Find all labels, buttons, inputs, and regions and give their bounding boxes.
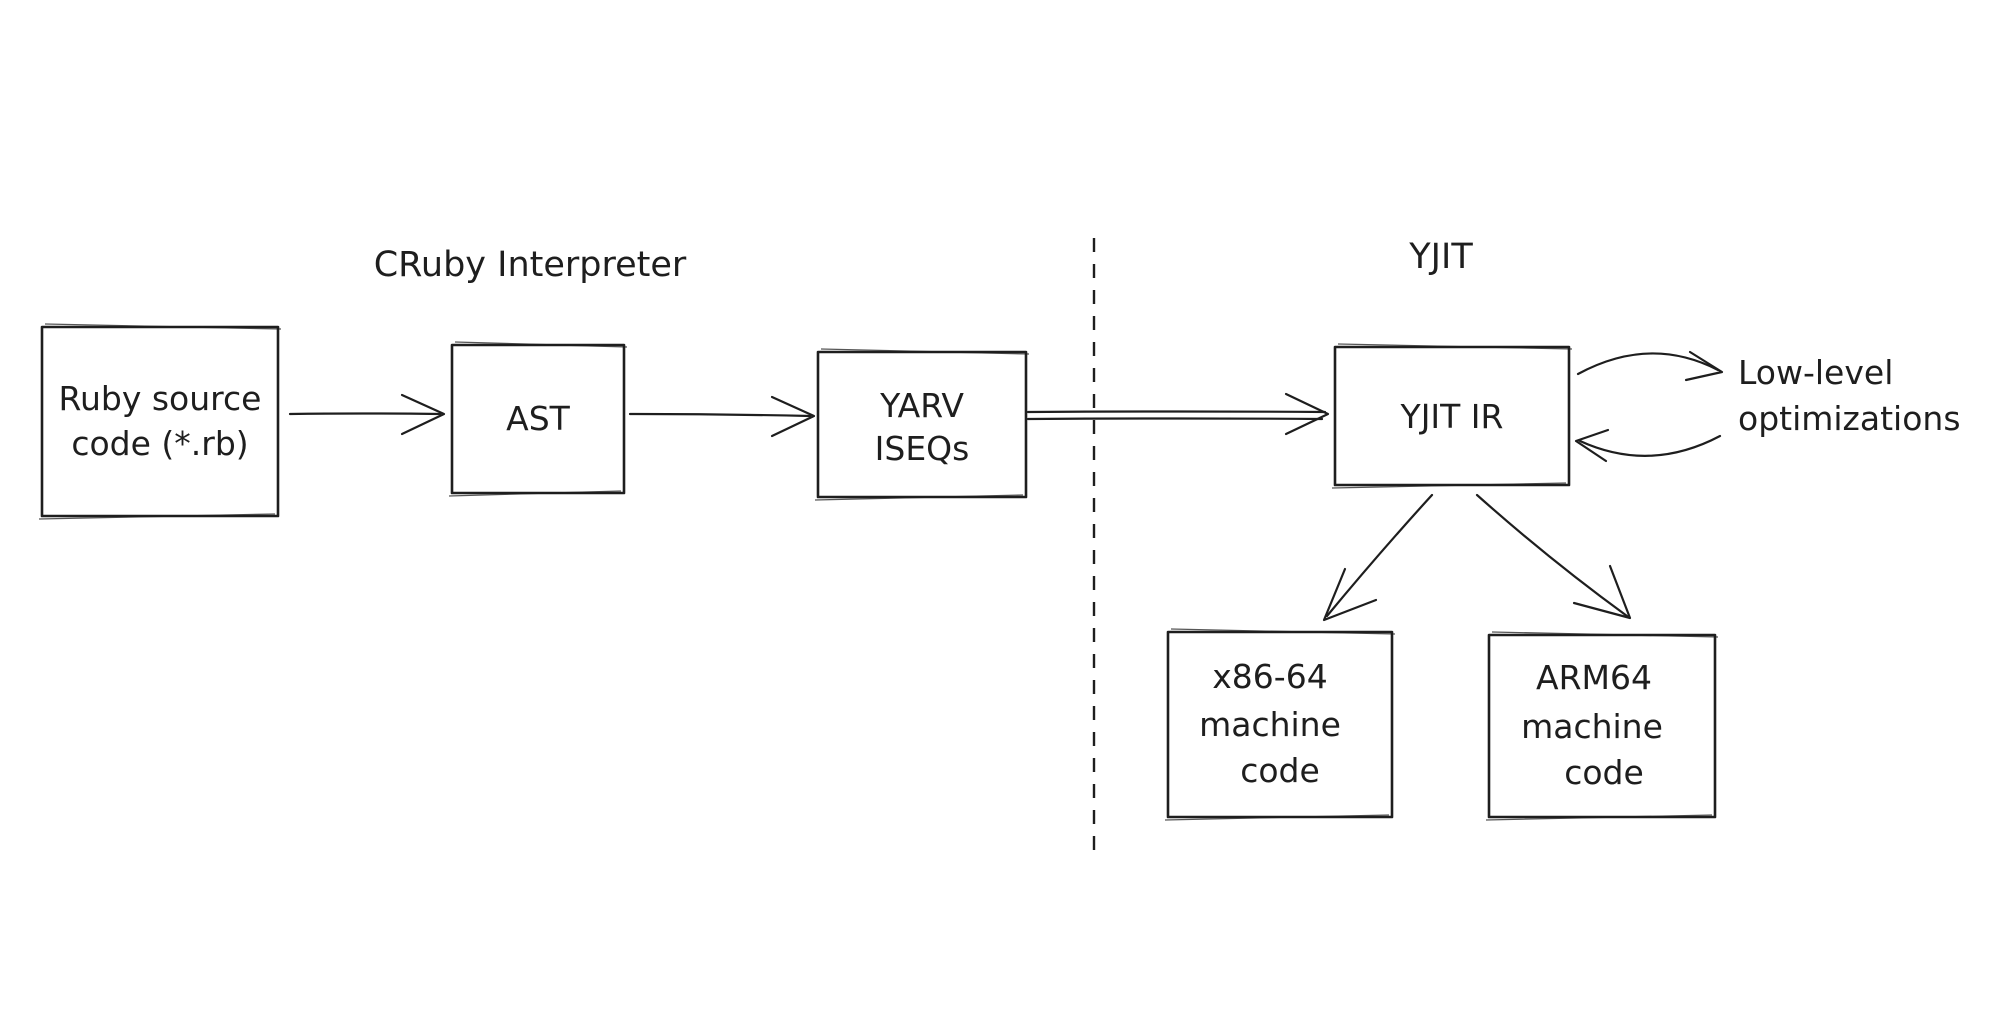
node-ruby-source: Ruby source code (*.rb) <box>38 323 282 520</box>
side-note-line-1: Low-level <box>1738 353 1893 392</box>
node-arm64-line-3: code <box>1564 753 1644 792</box>
node-x86-line-1: x86-64 <box>1212 657 1327 696</box>
node-ruby-source-line-1: Ruby source <box>59 379 262 418</box>
node-x86-line-3: code <box>1240 751 1320 790</box>
arrow-yjit-ir-to-x86 <box>1322 493 1434 622</box>
arrow-yjit-ir-to-arm64 <box>1475 493 1632 620</box>
section-label-yjit: YJIT <box>1408 237 1473 277</box>
side-note-line-2: optimizations <box>1738 399 1961 438</box>
arrow-yarv-to-yjit-ir <box>1026 392 1330 436</box>
node-arm64-machine-code: ARM64 machine code <box>1485 631 1719 821</box>
node-arm64-line-2: machine <box>1521 707 1663 746</box>
node-ruby-source-line-2: code (*.rb) <box>71 424 248 463</box>
node-arm64-line-1: ARM64 <box>1536 658 1652 697</box>
node-yarv-line-1: YARV <box>879 386 964 425</box>
node-yarv-line-2: ISEQs <box>875 429 970 468</box>
node-yjit-ir-label: YJIT IR <box>1400 397 1504 436</box>
node-ast-label: AST <box>506 399 571 438</box>
node-yarv-iseqs: YARV ISEQs <box>814 348 1030 501</box>
node-yjit-ir: YJIT IR <box>1331 343 1573 489</box>
node-x86-64-machine-code: x86-64 machine code <box>1164 628 1396 821</box>
arrow-optimizations-to-yjit-ir <box>1574 428 1722 463</box>
node-x86-line-2: machine <box>1199 705 1341 744</box>
section-label-cruby-interpreter: CRuby Interpreter <box>374 245 687 285</box>
arrow-yjit-ir-to-optimizations <box>1576 350 1724 382</box>
arrow-ast-to-yarv <box>628 395 816 438</box>
node-ast: AST <box>448 341 628 497</box>
arrow-ruby-source-to-ast <box>288 393 446 436</box>
